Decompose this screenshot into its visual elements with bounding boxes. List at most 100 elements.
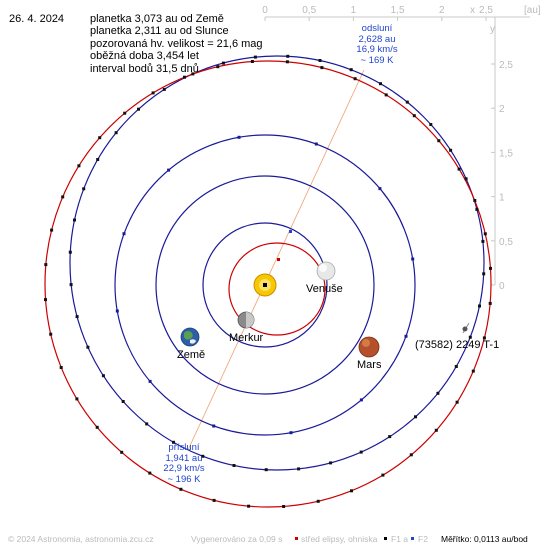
orbit-point (405, 100, 409, 104)
asteroid-label: (73582) 2249 T-1 (415, 339, 500, 351)
orbit-point (95, 425, 99, 429)
orbit-point (488, 301, 492, 305)
orbit-point (481, 239, 485, 243)
orbit-point (482, 272, 486, 276)
y-tick-label: 1 (499, 193, 505, 204)
orbit-point (82, 187, 86, 191)
footer-copyright: © 2024 Astronomia, astronomia.zcu.cz (8, 534, 154, 544)
orbit-point (232, 464, 236, 467)
perihelion-annotation: přísluní 1,941 au 22,9 km/s ~ 196 K (152, 442, 216, 485)
footer-legend-f1: F1 a (391, 534, 409, 544)
orbit-point (122, 232, 126, 236)
mars-label: Mars (357, 359, 382, 371)
orbit-point (414, 415, 417, 419)
earth-icon (180, 327, 200, 347)
info-line: planetka 3,073 au od Země (90, 13, 224, 25)
x-tick-label: 1 (351, 5, 357, 16)
orbit-point (449, 148, 453, 152)
orbit-point (69, 283, 73, 287)
legend-f1-marker (384, 537, 387, 540)
mercury-label: Merkur (229, 332, 264, 344)
y-tick-label: 1,5 (499, 148, 513, 159)
orbit-point (297, 467, 301, 471)
info-block: planetka 3,073 au od Země planetka 2,311… (90, 13, 263, 75)
orbit-point (61, 195, 65, 199)
orbit-point (121, 400, 125, 403)
axis-unit: [au] (524, 5, 541, 16)
orbit-point (212, 424, 216, 428)
orbit-point (162, 87, 166, 91)
info-line: interval bodů 31,5 dnů (90, 62, 199, 75)
orbit-point (478, 304, 481, 308)
orbit-point (349, 68, 353, 72)
orbit-point (316, 499, 320, 503)
orbit-point (457, 167, 461, 171)
orbit-point (151, 91, 155, 95)
legend-center-marker (295, 537, 298, 540)
aphelion-distance: 2,628 au (358, 33, 396, 45)
perihelion-speed: 22,9 km/s (163, 463, 205, 474)
orbit-point (120, 450, 124, 454)
orbit-point (314, 142, 318, 146)
orbit-point (353, 77, 357, 81)
orbit-point (148, 471, 152, 475)
orbit-point (434, 428, 438, 432)
orbit-point (455, 400, 459, 404)
y-tick-label: 0,5 (499, 237, 513, 248)
orbit-point (44, 298, 47, 302)
orbit-point (412, 114, 416, 118)
orbit-point (384, 93, 388, 97)
orbit-point (183, 75, 186, 79)
orbit-point (98, 136, 102, 140)
info-line: oběžná doba 3,454 let (90, 50, 199, 63)
aphelion-temp: ~ 169 K (360, 54, 394, 66)
asteroid-inner-orbit (228, 242, 326, 336)
sun-icon (253, 273, 277, 297)
orbit-point (379, 82, 382, 86)
orbit-point (388, 435, 392, 439)
orbit-point-markers (44, 54, 492, 508)
orbit-point (289, 431, 293, 435)
orbit-point (172, 440, 175, 444)
asteroid-orbit (69, 55, 485, 471)
orbit-point (201, 454, 205, 458)
orbit-point (237, 135, 241, 139)
orbit-point (359, 398, 363, 402)
orbit-point (436, 391, 440, 395)
orbit-point (247, 504, 251, 508)
footer-generated: Vygenerováno za 0,09 s (191, 534, 283, 544)
y-tick-label: 2 (499, 104, 505, 115)
mercury-orbit (202, 222, 328, 348)
footer-scale: Měřítko: 0,0113 au/bod (441, 534, 528, 544)
footer: © 2024 Astronomia, astronomia.zcu.cz Vyg… (8, 534, 548, 546)
orbit-point (285, 60, 289, 64)
focus-point (277, 258, 280, 261)
orbit-point (471, 369, 475, 373)
y-tick-label: 0 (499, 281, 505, 292)
orbit-point (482, 336, 486, 340)
x-tick-label: 2,5 (479, 5, 493, 16)
aphelion-annotation: odsluní 2,628 au 16,9 km/s ~ 169 K (345, 23, 409, 66)
orbit-point (253, 55, 257, 59)
x-tick-label: 2 (439, 5, 445, 16)
axis-x-corner: x (470, 5, 475, 16)
orbit-point (167, 168, 171, 172)
legend-f2-marker (411, 537, 414, 540)
x-tick-label: 0,5 (302, 5, 316, 16)
orbit-point (114, 131, 118, 135)
footer-legend-center: střed elipsy, ohniska (301, 534, 378, 544)
orbit-point (489, 266, 492, 270)
orbit-point (191, 72, 195, 76)
aphelion-title: odsluní (361, 23, 393, 34)
perihelion-title: přísluní (168, 442, 200, 453)
venus-orbit (155, 175, 375, 395)
orbit-point (475, 207, 479, 211)
mercury-icon (237, 311, 255, 329)
orbit-point (282, 505, 286, 508)
date-label: 26. 4. 2024 (9, 13, 65, 25)
orbit-point (73, 218, 76, 222)
orbit-point (404, 334, 408, 338)
apsides-line (187, 69, 365, 451)
